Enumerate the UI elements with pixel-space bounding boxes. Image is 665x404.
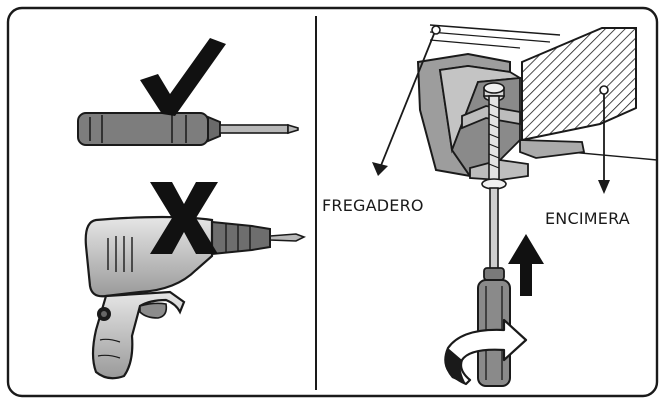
x-mark-icon (150, 182, 218, 254)
countertop-label: ENCIMERA (545, 209, 630, 228)
countertop-leader (598, 85, 610, 194)
checkmark-icon (140, 38, 226, 116)
rotate-arrow-icon (444, 318, 528, 386)
right-panel (372, 24, 658, 387)
up-arrow-icon (508, 234, 544, 296)
screwdriver-illustration (77, 112, 299, 146)
left-panel (77, 38, 306, 380)
sink-rim (416, 52, 523, 178)
sink-label: FREGADERO (322, 196, 424, 215)
sink-leader (372, 25, 441, 176)
